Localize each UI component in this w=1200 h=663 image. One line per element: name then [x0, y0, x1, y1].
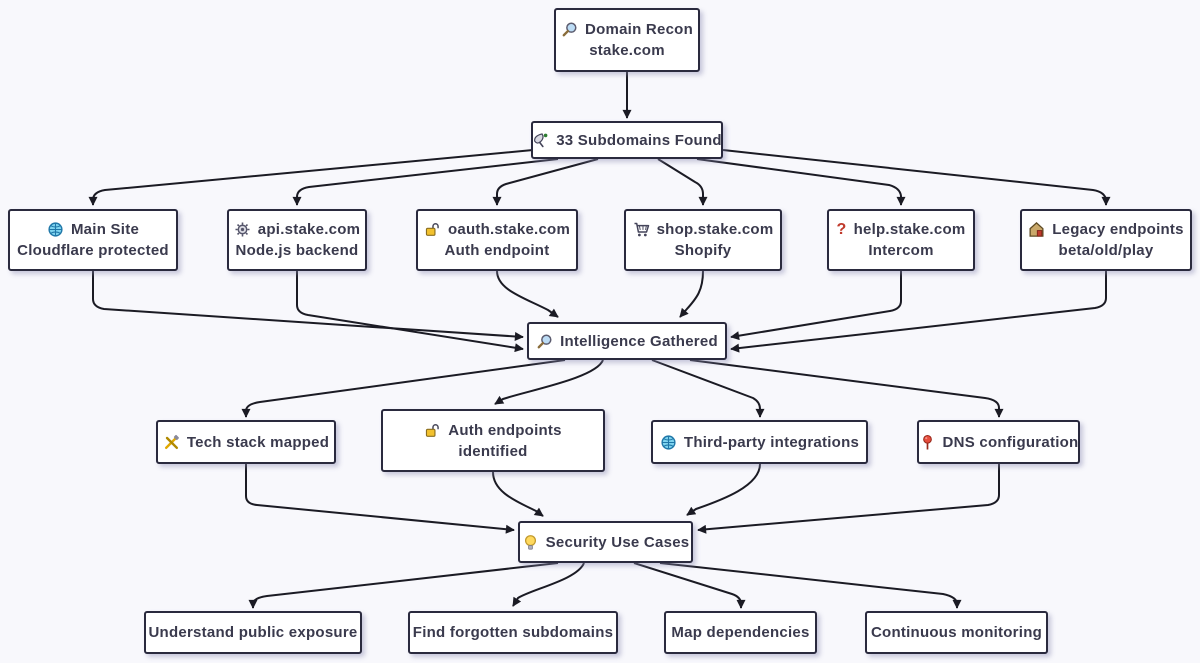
node-line: oauth.stake.com — [424, 219, 570, 240]
edge-security-exposure — [248, 562, 559, 609]
edge-help-intelligence — [730, 271, 902, 341]
node-line: api.stake.com — [234, 219, 360, 240]
node-label: 33 Subdomains Found — [556, 131, 722, 149]
node-find-forgotten-subdomains: Find forgotten subdomains — [408, 611, 618, 654]
node-label: Map dependencies — [671, 624, 810, 641]
node-line: Auth endpoints — [424, 420, 561, 441]
node-label: help.stake.com — [853, 221, 966, 238]
node-dns-configuration: DNS configuration — [917, 420, 1080, 464]
hammer-and-wrench-icon — [164, 434, 179, 449]
node-shop-stake: shop.stake.com Shopify — [624, 209, 782, 271]
node-line: Main Site — [47, 219, 139, 240]
node-auth-endpoints-identified: Auth endpoints identified — [381, 409, 605, 472]
open-lock-icon — [425, 223, 439, 236]
node-subdomains-found: 33 Subdomains Found — [531, 121, 723, 159]
edge-security-monitoring — [659, 562, 962, 609]
shopping-cart-icon — [634, 222, 649, 237]
light-bulb-icon — [524, 534, 536, 550]
node-sublabel: Intercom — [868, 242, 934, 259]
edge-legacy-intelligence — [730, 271, 1107, 353]
edge-intelligence-third-party — [651, 359, 765, 418]
globe-icon — [48, 222, 63, 237]
node-line: 33 Subdomains Found — [532, 130, 722, 151]
node-label: oauth.stake.com — [447, 221, 571, 238]
node-sublabel: Node.js backend — [235, 242, 359, 259]
edge-subdomains-main-site — [88, 149, 534, 206]
node-third-party-integrations: Third-party integrations — [651, 420, 868, 464]
edge-security-forgotten — [512, 562, 585, 607]
node-label: Continuous monitoring — [870, 624, 1043, 641]
node-label: api.stake.com — [257, 221, 361, 238]
node-line: Intelligence Gathered — [536, 331, 718, 352]
edge-oauth-intelligence — [496, 270, 559, 318]
open-lock-icon — [426, 423, 440, 437]
node-sublabel: stake.com — [589, 42, 665, 59]
node-label: shop.stake.com — [656, 221, 774, 238]
node-line: ? help.stake.com — [837, 219, 966, 240]
edge-dns-security — [697, 464, 1000, 534]
edge-subdomains-help — [696, 158, 906, 206]
node-label: Auth endpoints — [448, 421, 562, 439]
edge-security-dependencies — [633, 562, 746, 609]
node-label: Main Site — [70, 221, 140, 238]
edge-subdomains-oauth — [492, 158, 599, 206]
edge-intelligence-auth-endpoints — [494, 359, 604, 405]
node-line: Legacy endpoints — [1028, 219, 1184, 240]
round-pushpin-icon — [922, 434, 932, 450]
edge-shop-intelligence — [679, 270, 704, 318]
node-legacy-endpoints: Legacy endpoints beta/old/play — [1020, 209, 1192, 271]
edge-tech-stack-security — [245, 464, 515, 534]
node-sublabel: beta/old/play — [1058, 242, 1154, 259]
node-label: Third-party integrations — [683, 433, 860, 451]
edge-intelligence-tech-stack — [241, 359, 566, 418]
node-map-dependencies: Map dependencies — [664, 611, 817, 654]
node-sublabel: Cloudflare protected — [17, 242, 169, 259]
node-sublabel: Shopify — [674, 242, 732, 259]
node-sublabel: Auth endpoint — [444, 242, 550, 259]
node-label: Find forgotten subdomains — [412, 624, 614, 641]
node-continuous-monitoring: Continuous monitoring — [865, 611, 1048, 654]
node-help-stake: ? help.stake.com Intercom — [827, 209, 975, 271]
node-label: Domain Recon — [584, 21, 693, 38]
node-line: shop.stake.com — [633, 219, 774, 240]
node-intelligence-gathered: Intelligence Gathered — [527, 322, 727, 360]
satellite-antenna-icon — [534, 132, 548, 147]
node-sublabel: identified — [458, 442, 528, 460]
node-line: DNS configuration — [919, 432, 1079, 453]
node-line: Tech stack mapped — [163, 432, 329, 453]
edge-main-site-intelligence — [92, 271, 524, 341]
node-label: DNS configuration — [942, 433, 1079, 451]
magnifying-glass-icon — [562, 22, 577, 37]
node-tech-stack-mapped: Tech stack mapped — [156, 420, 336, 464]
node-domain-recon: Domain Recon stake.com — [554, 8, 700, 72]
node-understand-public-exposure: Understand public exposure — [144, 611, 362, 654]
edge-subdomains-api — [292, 158, 559, 206]
magnifying-glass-icon — [537, 333, 552, 348]
globe-icon — [661, 434, 676, 450]
node-label: Security Use Cases — [545, 533, 690, 551]
node-oauth-stake: oauth.stake.com Auth endpoint — [416, 209, 578, 271]
node-line: Security Use Cases — [522, 532, 690, 553]
derelict-house-icon — [1029, 222, 1044, 237]
node-main-site: Main Site Cloudflare protected — [8, 209, 178, 271]
node-api-stake: api.stake.com Node.js backend — [227, 209, 367, 271]
node-label: Understand public exposure — [148, 624, 358, 641]
edge-subdomains-shop — [657, 158, 708, 206]
edge-api-intelligence — [296, 271, 524, 353]
edge-auth-endpoints-security — [492, 471, 544, 517]
node-label: Legacy endpoints — [1052, 221, 1184, 238]
node-label: Intelligence Gathered — [560, 332, 718, 350]
edge-subdomains-legacy — [722, 149, 1111, 206]
node-line: Domain Recon — [561, 19, 693, 40]
node-label: Tech stack mapped — [186, 433, 330, 451]
question-mark-icon: ? — [836, 220, 847, 238]
node-line: Third-party integrations — [660, 432, 859, 453]
node-security-use-cases: Security Use Cases — [518, 521, 693, 563]
edge-intelligence-dns — [689, 359, 1004, 418]
gear-icon — [235, 222, 250, 237]
edge-third-party-security — [686, 463, 761, 516]
